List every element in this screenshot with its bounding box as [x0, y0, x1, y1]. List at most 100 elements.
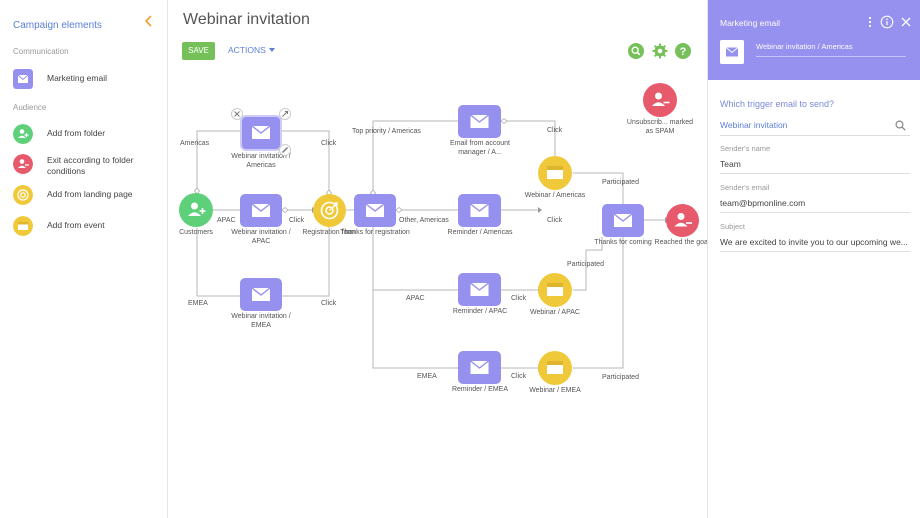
email-icon	[354, 194, 396, 227]
sidebar-item-label: Marketing email	[47, 73, 107, 83]
edge-label-click: Click	[321, 300, 337, 307]
node-label: Customers	[179, 229, 213, 236]
sender-name-label: Sender's name	[720, 144, 771, 153]
chevron-left-icon[interactable]	[144, 14, 154, 28]
email-icon	[602, 204, 644, 237]
email-icon	[458, 273, 501, 306]
edge-label-apac: APAC	[217, 217, 236, 224]
page-title: Webinar invitation	[183, 11, 310, 28]
node-label: Webinar invitation / Americas	[231, 153, 291, 169]
trigger-question: Which trigger email to send?	[720, 99, 835, 109]
sidebar-item-exit-folder[interactable]: Exit according to folder conditions	[13, 153, 163, 176]
exit-user-icon	[13, 154, 33, 174]
node-label: Webinar / Americas	[524, 192, 586, 199]
edge-label-apac: APAC	[406, 295, 425, 302]
svg-text:?: ?	[680, 46, 687, 58]
sender-email-label: Sender's email	[720, 183, 770, 192]
edit-icon[interactable]	[279, 144, 291, 156]
search-icon[interactable]	[628, 43, 644, 59]
sidebar-item-label: Exit according to folder conditions	[47, 155, 134, 176]
actions-label: ACTIONS	[228, 45, 266, 55]
email-icon	[240, 278, 282, 311]
node-label: Webinar invitation / APAC	[231, 229, 291, 245]
node-label: Email from account manager / A...	[450, 140, 510, 156]
sidebar-title: Campaign elements	[13, 20, 102, 31]
email-icon	[458, 351, 501, 384]
gear-icon[interactable]	[652, 43, 668, 59]
edge-label-click: Click	[511, 295, 527, 302]
sidebar-item-landing-page[interactable]: Add from landing page	[13, 184, 163, 206]
name-underline	[756, 56, 906, 57]
more-vertical-icon[interactable]	[864, 15, 876, 29]
email-icon	[240, 115, 282, 151]
panel-element-name[interactable]: Webinar invitation / Americas	[756, 42, 853, 51]
edge-label-emea: EMEA	[417, 373, 437, 380]
caret-down-icon	[268, 48, 275, 52]
flow-canvas[interactable]: Americas APAC EMEA Click Click Click Top…	[168, 70, 709, 518]
edge-label-emea: EMEA	[188, 300, 208, 307]
close-icon[interactable]	[231, 108, 243, 120]
sender-email-field[interactable]: team@bpmonline.com	[720, 198, 806, 208]
node-label: Reminder / EMEA	[451, 386, 509, 393]
edge-label-click: Click	[289, 217, 305, 224]
edge-label-participated: Participated	[567, 261, 604, 268]
node-label: Webinar / EMEA	[529, 387, 581, 394]
node-label: Reached the goal	[654, 239, 710, 246]
node-label: Registration form	[302, 229, 356, 236]
section-communication: Communication	[13, 47, 69, 56]
divider	[720, 135, 910, 136]
node-label: Reminder / APAC	[452, 308, 508, 315]
target-icon	[13, 185, 33, 205]
save-button[interactable]: SAVE	[182, 42, 215, 60]
calendar-icon	[538, 351, 572, 385]
actions-button[interactable]: ACTIONS	[228, 45, 275, 55]
email-icon	[13, 69, 33, 89]
sidebar-item-add-from-folder[interactable]: Add from folder	[13, 123, 163, 145]
edge-label-click: Click	[511, 373, 527, 380]
exit-user-icon	[666, 204, 699, 237]
divider	[720, 212, 910, 213]
calendar-icon	[13, 216, 33, 236]
divider	[720, 251, 910, 252]
campaign-elements-sidebar: Campaign elements Communication Marketin…	[0, 0, 168, 518]
info-icon[interactable]	[880, 15, 894, 29]
email-icon	[458, 105, 501, 138]
add-user-icon	[13, 124, 33, 144]
sender-name-field[interactable]: Team	[720, 159, 741, 169]
node-label: Webinar / APAC	[530, 309, 580, 316]
edge-label-click: Click	[321, 140, 337, 147]
node-label: Unsubscrib... marked as SPAM	[626, 119, 694, 135]
email-icon	[240, 194, 282, 227]
calendar-icon	[538, 156, 572, 190]
search-icon[interactable]	[895, 120, 906, 131]
exit-user-icon	[643, 83, 677, 117]
node-label: Webinar invitation / EMEA	[231, 313, 291, 329]
sidebar-item-label: Add from folder	[47, 128, 106, 138]
sidebar-header: Campaign elements	[13, 15, 158, 31]
email-icon	[458, 194, 501, 227]
connect-arrow-icon[interactable]	[279, 108, 291, 120]
subject-label: Subject	[720, 222, 746, 231]
email-icon	[720, 40, 744, 64]
edge-label-americas: Americas	[180, 140, 210, 147]
edge-label-click: Click	[547, 127, 563, 134]
node-label: Thanks for coming	[594, 239, 652, 246]
edge-label-top-priority: Top priority / Americas	[352, 128, 421, 135]
add-user-icon	[179, 193, 213, 227]
target-icon	[313, 194, 346, 227]
sidebar-item-label: Add from landing page	[47, 189, 133, 199]
node-label: Reminder / Americas	[447, 229, 513, 236]
subject-field[interactable]: We are excited to invite you to our upco…	[720, 237, 908, 247]
edge-label-other: Other, Americas	[399, 217, 449, 224]
close-icon[interactable]	[900, 15, 912, 29]
sidebar-item-marketing-email[interactable]: Marketing email	[13, 68, 163, 90]
trigger-email-lookup[interactable]: Webinar invitation	[720, 120, 788, 130]
properties-panel: Marketing email Webinar invitation / Ame…	[707, 0, 920, 518]
sidebar-item-add-from-event[interactable]: Add from event	[13, 215, 163, 237]
panel-element-type: Marketing email	[720, 18, 780, 28]
edge-label-click: Click	[547, 217, 563, 224]
node-label: Thanks for registration	[340, 229, 410, 236]
divider	[720, 173, 910, 174]
help-icon[interactable]: ?	[675, 43, 691, 59]
